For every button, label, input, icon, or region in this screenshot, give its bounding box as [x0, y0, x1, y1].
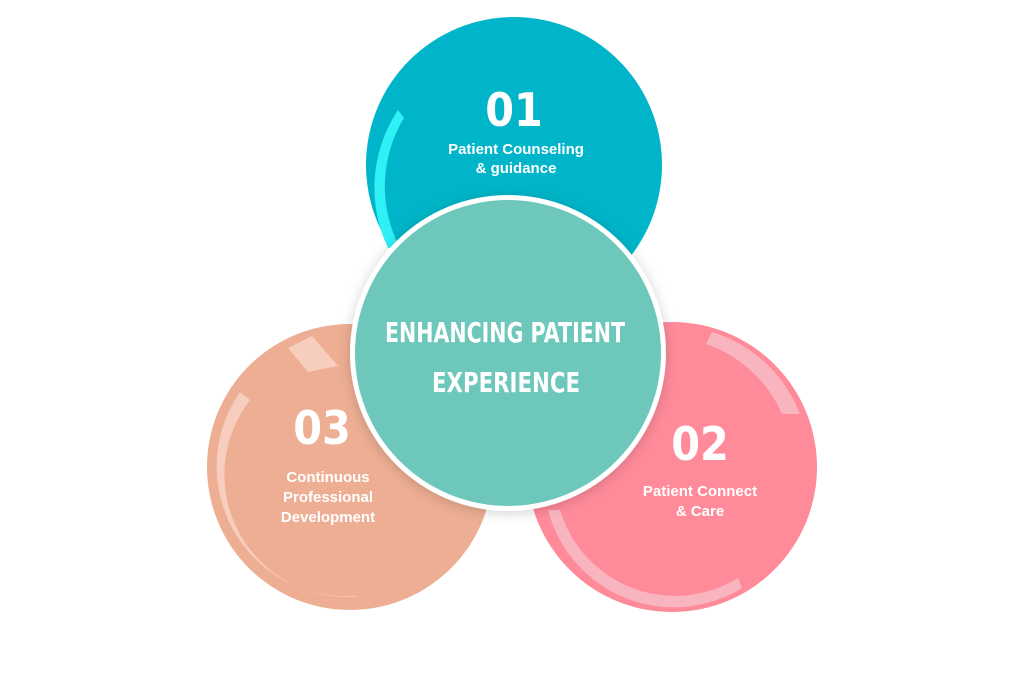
item-label-01-line2: & guidance — [476, 160, 557, 177]
circle-01-highlight — [374, 110, 404, 248]
item-number-03: 03 — [293, 401, 351, 455]
circle-03-highlight — [216, 392, 360, 597]
item-label-03-line2: Professional — [283, 489, 373, 506]
circle-02-gloss — [548, 510, 742, 608]
item-label-02-line2: & Care — [676, 503, 724, 520]
item-label-03-line1: Continuous — [286, 469, 369, 486]
center-circle: ENHANCING PATIENT EXPERIENCE — [350, 195, 666, 511]
item-label-01-line1: Patient Counseling — [448, 141, 584, 158]
circle-03-gloss — [288, 336, 338, 372]
center-title-line2: EXPERIENCE — [432, 366, 580, 399]
circle-02-highlight — [706, 332, 800, 414]
item-label-02-line1: Patient Connect — [643, 483, 757, 500]
center-circle-shape — [355, 200, 661, 506]
center-title-line1: ENHANCING PATIENT — [385, 316, 625, 349]
item-number-01: 01 — [485, 83, 543, 137]
item-number-02: 02 — [671, 417, 729, 471]
item-label-03-line3: Development — [281, 509, 375, 526]
